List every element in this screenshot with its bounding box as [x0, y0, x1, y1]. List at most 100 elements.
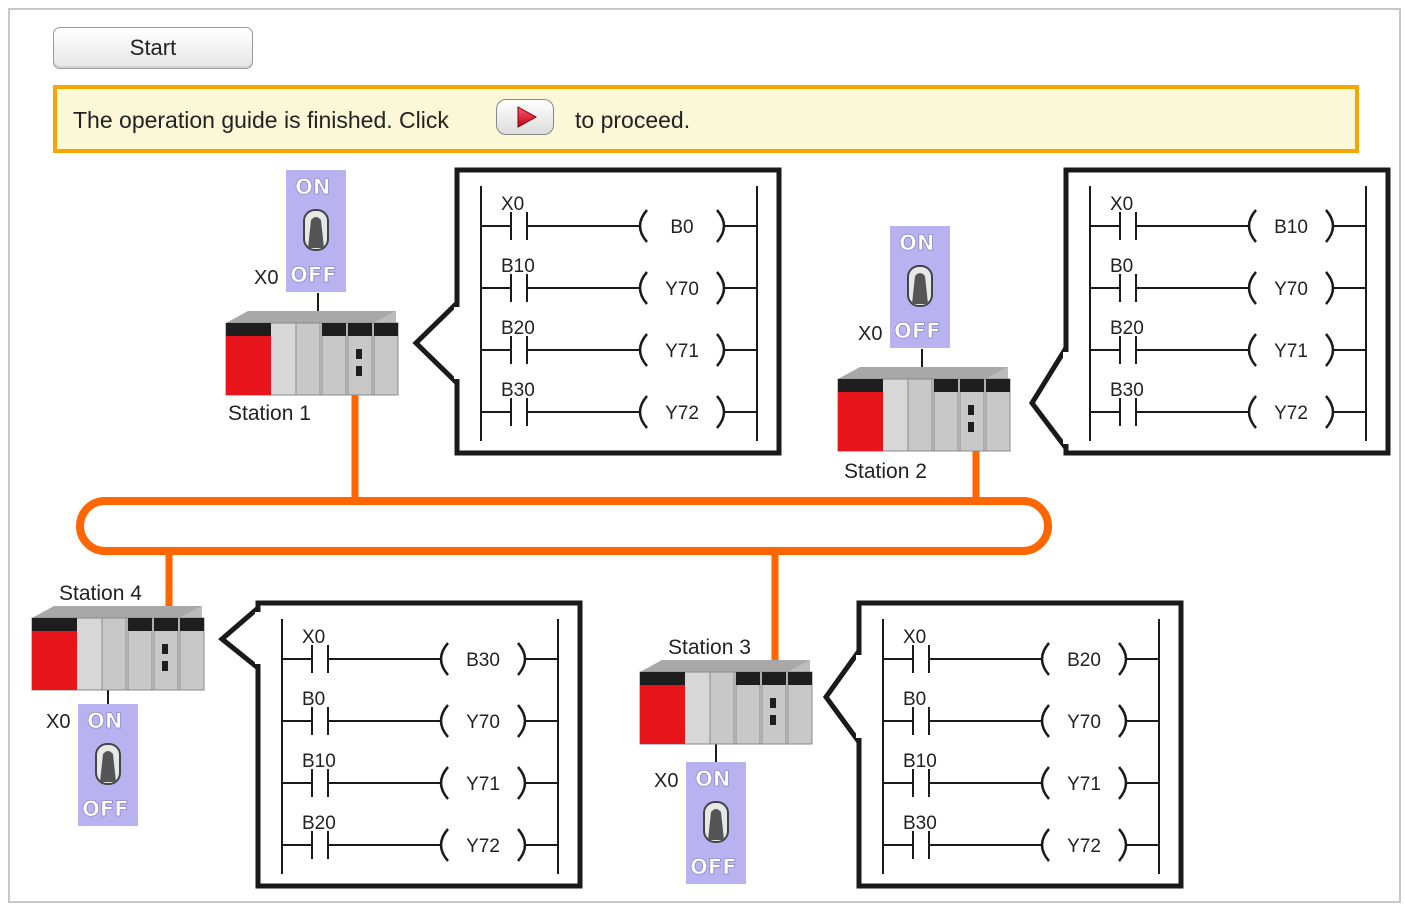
switch-off-label: OFF — [690, 855, 737, 879]
proceed-button[interactable] — [496, 99, 554, 135]
toggle-switch[interactable]: ON OFF — [890, 226, 950, 348]
switch-input-label: X0 — [858, 323, 882, 345]
contact-label: B10 — [302, 751, 336, 772]
callout-tail — [822, 643, 862, 750]
coil-label: Y70 — [1274, 279, 1308, 300]
operation-guide-banner: The operation guide is finished. Click t… — [53, 85, 1359, 153]
coil-right-bracket — [716, 333, 726, 367]
coil-label: Y72 — [466, 836, 500, 857]
contact-label: B0 — [1110, 256, 1133, 277]
switch-on-label: ON — [87, 709, 122, 733]
plc-slot-cap — [348, 323, 372, 336]
callout-tail-mask — [255, 612, 262, 664]
station-label: Station 1 — [228, 402, 311, 425]
switch-lever — [708, 809, 724, 840]
switch-off-label: OFF — [894, 319, 941, 343]
plc-connector — [356, 349, 362, 359]
plc-top-face — [640, 660, 810, 672]
contact-label: B10 — [501, 256, 535, 277]
contact-label: B30 — [903, 813, 937, 834]
station-label: Station 3 — [668, 636, 751, 659]
coil-label: Y72 — [1067, 836, 1101, 857]
coil-label: B30 — [466, 650, 500, 671]
coil-right-bracket — [1325, 271, 1335, 305]
contact-label: B30 — [1110, 380, 1144, 401]
coil-right-bracket — [716, 271, 726, 305]
switch-input-label: X0 — [254, 267, 278, 289]
coil-label: Y70 — [466, 712, 500, 733]
plc-slot-cap — [986, 379, 1010, 392]
coil-right-bracket — [1118, 766, 1128, 800]
coil-label: B0 — [670, 217, 693, 238]
toggle-switch[interactable]: ON OFF — [78, 704, 138, 826]
plc-power-cap — [838, 379, 883, 392]
plc-connector — [162, 661, 168, 671]
plc-top-face — [226, 311, 396, 323]
plc-power-cap — [32, 618, 77, 631]
switch-on-label: ON — [295, 175, 330, 199]
plc-slot-cap — [322, 323, 346, 336]
contact-label: X0 — [302, 627, 325, 648]
coil-right-bracket — [1325, 209, 1335, 243]
contact-label: B20 — [501, 318, 535, 339]
plc-slot-cap — [128, 618, 152, 631]
guide-text-after: to proceed. — [575, 107, 691, 133]
coil-label: Y71 — [665, 341, 699, 362]
switch-off-label: OFF — [82, 797, 129, 821]
plc-connector — [770, 698, 776, 708]
plc-power-cap — [640, 672, 685, 685]
coil-right-bracket — [716, 209, 726, 243]
coil-left-bracket — [439, 766, 449, 800]
contact-label: X0 — [1110, 194, 1133, 215]
plc-top-face — [32, 606, 202, 618]
coil-left-bracket — [1040, 766, 1050, 800]
coil-right-bracket — [1118, 828, 1128, 862]
switch-on-label: ON — [899, 231, 934, 255]
start-button[interactable]: Start — [53, 27, 253, 69]
station-label: Station 4 — [59, 582, 142, 605]
plc-power-module — [32, 628, 77, 690]
plc-power-module — [640, 682, 685, 744]
coil-label: Y71 — [1274, 341, 1308, 362]
coil-left-bracket — [439, 704, 449, 738]
coil-label: Y70 — [665, 279, 699, 300]
plc-slot-cap — [934, 379, 958, 392]
switch-input-label: X0 — [46, 711, 70, 733]
coil-label: Y71 — [1067, 774, 1101, 795]
plc-slot-cap — [960, 379, 984, 392]
coil-right-bracket — [716, 395, 726, 429]
callout-tail — [1028, 339, 1069, 456]
plc-connector — [162, 644, 168, 654]
plc-power-module — [838, 389, 883, 451]
plc-slot-module — [295, 322, 321, 396]
coil-label: B20 — [1067, 650, 1101, 671]
coil-left-bracket — [638, 271, 648, 305]
network-ring — [76, 497, 1052, 555]
contact-label: X0 — [501, 194, 524, 215]
callout-tail — [412, 297, 460, 389]
coil-label: Y72 — [665, 403, 699, 424]
callout-tail — [218, 602, 261, 674]
